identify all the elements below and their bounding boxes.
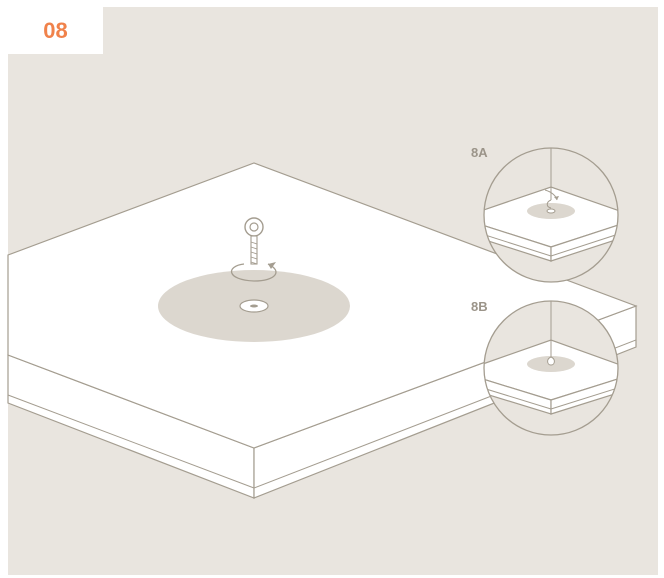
eye-screw-icon	[244, 217, 264, 265]
step-number: 08	[43, 18, 68, 43]
pilot-hole-center	[250, 304, 258, 308]
rotate-clockwise-icon	[231, 262, 277, 282]
callout-label-8a: 8A	[471, 145, 488, 160]
board-edge-line	[7, 394, 255, 489]
step-badge: 08	[8, 7, 103, 54]
detail-callout-8a	[483, 147, 619, 283]
callout-label-8b: 8B	[471, 299, 488, 314]
